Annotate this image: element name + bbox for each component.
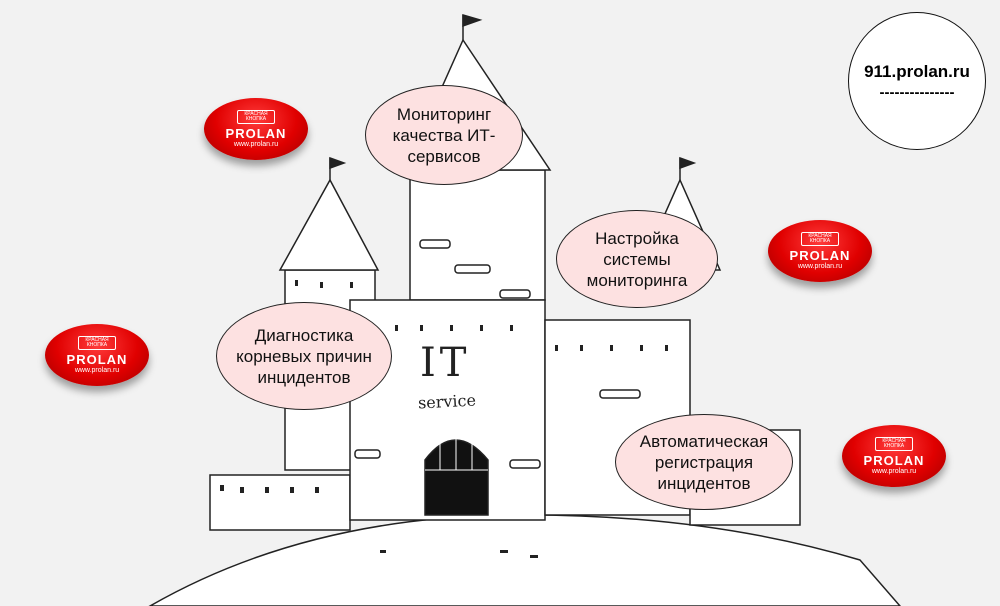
red-button-url: www.prolan.ru [74, 367, 120, 374]
red-button-url: www.prolan.ru [233, 141, 279, 148]
red-button-badge: КРАСНАЯ КНОПКА [801, 232, 839, 246]
bubble-monitoring-setup[interactable]: Настройка системы мониторинга [556, 210, 718, 308]
site-url-badge[interactable]: 911.prolan.ru --------------- [848, 12, 986, 150]
red-button-4[interactable]: КРАСНАЯ КНОПКА PROLAN www.prolan.ru [842, 425, 946, 487]
red-button-badge: КРАСНАЯ КНОПКА [875, 437, 913, 451]
bubble-it-service-monitoring[interactable]: Мониторинг качества ИТ-сервисов [365, 85, 523, 185]
bubble-incident-registration[interactable]: Автоматическая регистрация инцидентов [615, 414, 793, 510]
red-button-brand: PROLAN [789, 248, 851, 263]
red-button-url: www.prolan.ru [871, 468, 917, 475]
red-button-url: www.prolan.ru [797, 263, 843, 270]
red-button-3[interactable]: КРАСНАЯ КНОПКА PROLAN www.prolan.ru [45, 324, 149, 386]
red-button-badge: КРАСНАЯ КНОПКА [78, 336, 116, 350]
red-button-badge: КРАСНАЯ КНОПКА [237, 110, 275, 124]
site-url-underline: --------------- [879, 83, 955, 101]
castle-sign-it: IT [420, 340, 471, 386]
red-button-2[interactable]: КРАСНАЯ КНОПКА PROLAN www.prolan.ru [768, 220, 872, 282]
red-button-1[interactable]: КРАСНАЯ КНОПКА PROLAN www.prolan.ru [204, 98, 308, 160]
red-button-brand: PROLAN [225, 126, 287, 141]
red-button-brand: PROLAN [66, 352, 128, 367]
site-url: 911.prolan.ru [864, 61, 970, 81]
bubble-root-cause-diagnostics[interactable]: Диагностика корневых причин инцидентов [216, 302, 392, 410]
castle-sign-service: service [417, 390, 477, 413]
red-button-brand: PROLAN [863, 453, 925, 468]
